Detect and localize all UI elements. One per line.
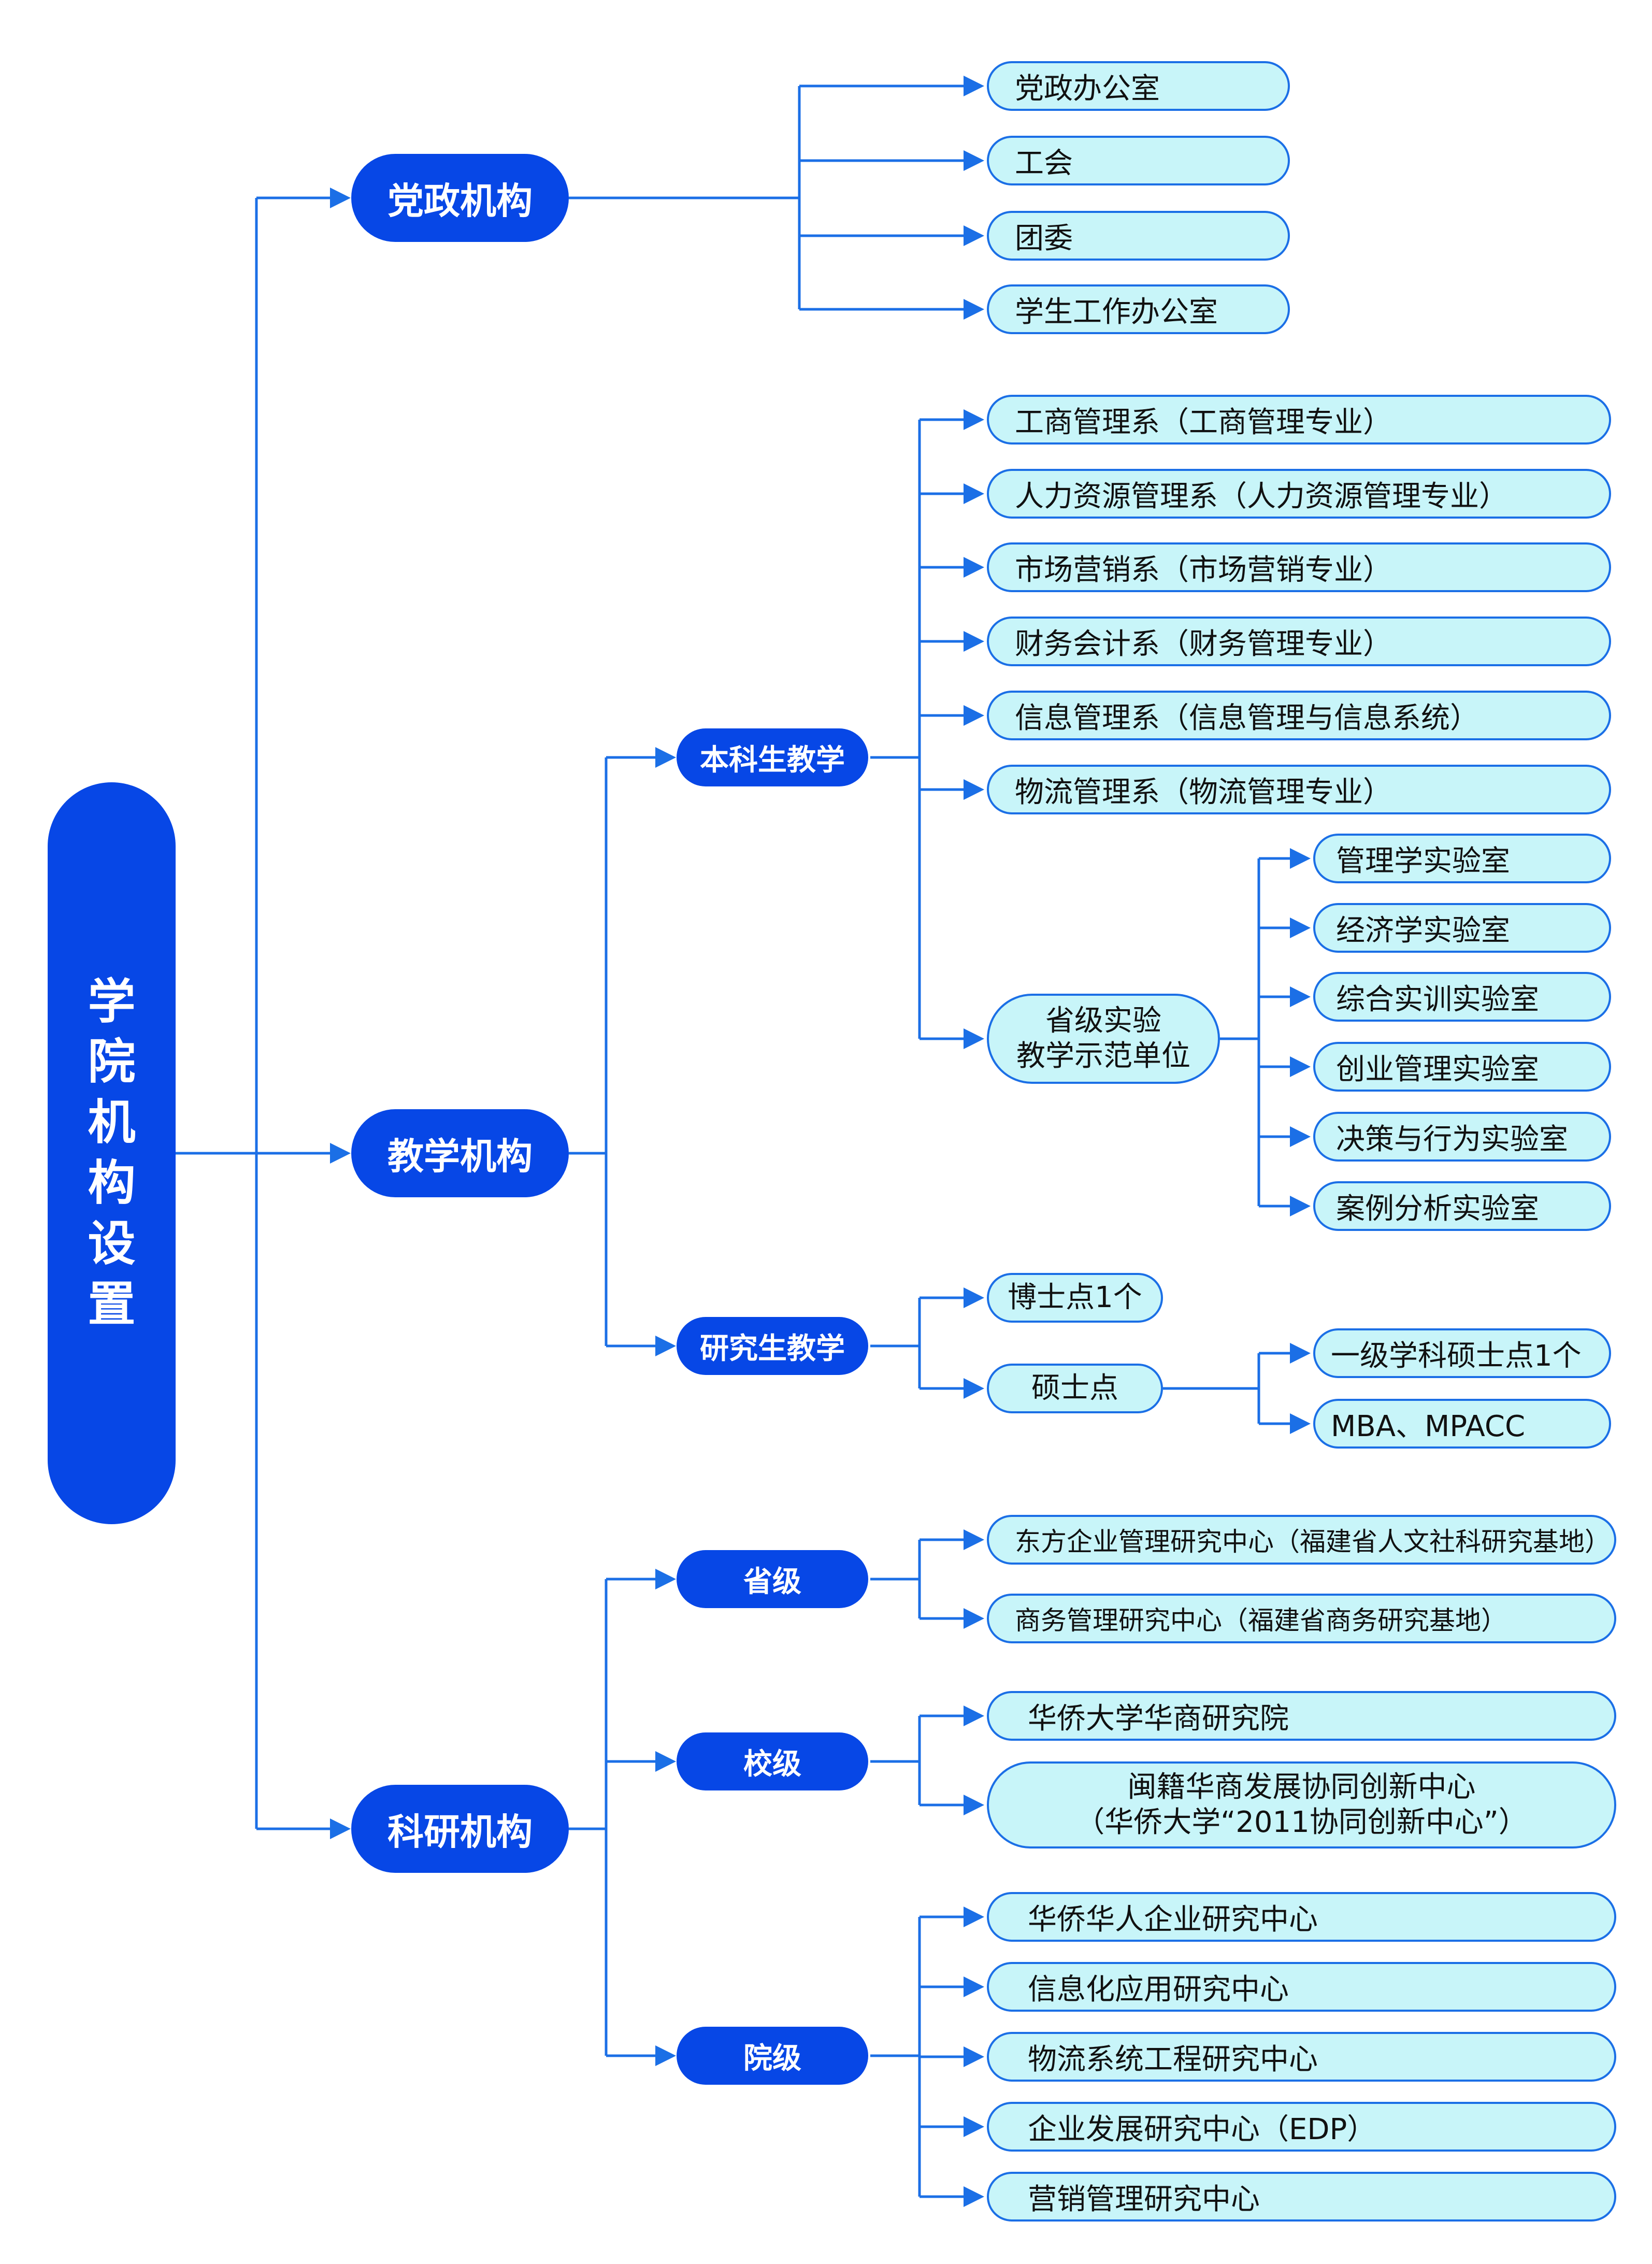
master-sub-label: 一级学科硕士点1个: [1331, 1339, 1582, 1373]
department-label: 市场营销系（市场营销专业）: [1015, 553, 1392, 587]
school-label: 校级: [743, 1747, 801, 1781]
party-item: 团委: [987, 211, 1290, 261]
college-item: 信息化应用研究中心: [987, 1962, 1616, 2012]
master-sub-item: 一级学科硕士点1个: [1313, 1328, 1611, 1378]
lab-item: 案例分析实验室: [1313, 1181, 1611, 1231]
lab-label: 管理学实验室: [1336, 844, 1510, 878]
provincial-item-label: 商务管理研究中心（福建省商务研究基地）: [1015, 1606, 1507, 1636]
provincial-item: 商务管理研究中心（福建省商务研究基地）: [987, 1594, 1616, 1643]
lab-item: 管理学实验室: [1313, 834, 1611, 883]
department-label: 人力资源管理系（人力资源管理专业）: [1015, 479, 1508, 513]
party-item-label: 学生工作办公室: [1015, 295, 1218, 329]
provincial-item: 东方企业管理研究中心（福建省人文社科研究基地）: [987, 1515, 1616, 1565]
lab-center-line2: 教学示范单位: [1016, 1039, 1190, 1073]
school-item-label: 华侨大学华商研究院: [1028, 1701, 1289, 1736]
lab-item: 创业管理实验室: [1313, 1042, 1611, 1092]
provincial-item-label: 东方企业管理研究中心（福建省人文社科研究基地）: [1015, 1527, 1611, 1557]
party-item-label: 团委: [1015, 221, 1073, 255]
department-label: 信息管理系（信息管理与信息系统）: [1015, 701, 1479, 735]
college-item: 企业发展研究中心（EDP）: [987, 2102, 1616, 2152]
party-label: 党政机构: [387, 179, 533, 222]
lab-item: 综合实训实验室: [1313, 972, 1611, 1022]
graduate-label: 研究生教学: [700, 1331, 845, 1366]
undergrad-label: 本科生教学: [700, 743, 845, 777]
graduate-node: 研究生教学: [677, 1317, 868, 1375]
department-item: 信息管理系（信息管理与信息系统）: [987, 691, 1611, 740]
lab-center-line1: 省级实验: [1045, 1004, 1161, 1038]
party-item-label: 党政办公室: [1015, 71, 1160, 106]
teaching-node: 教学机构: [351, 1109, 569, 1197]
lab-label: 决策与行为实验室: [1336, 1122, 1568, 1156]
school-item-line2: （华侨大学“2011协同创新中心”）: [1075, 1806, 1528, 1839]
department-label: 财务会计系（财务管理专业）: [1015, 627, 1392, 661]
school-item: 闽籍华商发展协同创新中心 （华侨大学“2011协同创新中心”）: [987, 1761, 1616, 1849]
department-item: 工商管理系（工商管理专业）: [987, 395, 1611, 445]
college-node: 院级: [677, 2027, 868, 2085]
phd-label: 博士点1个: [1008, 1280, 1142, 1314]
college-item: 营销管理研究中心: [987, 2172, 1616, 2222]
party-node: 党政机构: [351, 154, 569, 242]
college-item: 物流系统工程研究中心: [987, 2032, 1616, 2082]
department-item: 人力资源管理系（人力资源管理专业）: [987, 469, 1611, 519]
undergrad-node: 本科生教学: [677, 728, 868, 786]
master-sub-item: MBA、MPACC: [1313, 1399, 1611, 1449]
party-item: 工会: [987, 136, 1290, 185]
school-item-line1: 闽籍华商发展协同创新中心: [1127, 1770, 1476, 1804]
phd-item: 博士点1个: [987, 1273, 1163, 1323]
college-item-label: 企业发展研究中心（EDP）: [1028, 2112, 1376, 2146]
department-item: 财务会计系（财务管理专业）: [987, 617, 1611, 666]
lab-item: 决策与行为实验室: [1313, 1112, 1611, 1162]
department-label: 物流管理系（物流管理专业）: [1015, 775, 1392, 809]
research-node: 科研机构: [351, 1785, 569, 1873]
college-label: 院级: [743, 2041, 801, 2075]
master-sub-label: MBA、MPACC: [1331, 1409, 1526, 1443]
lab-label: 综合实训实验室: [1336, 982, 1539, 1016]
party-item: 党政办公室: [987, 61, 1290, 111]
college-item-label: 物流系统工程研究中心: [1028, 2042, 1318, 2076]
department-item: 物流管理系（物流管理专业）: [987, 765, 1611, 814]
master-item: 硕士点: [987, 1364, 1163, 1413]
research-label: 科研机构: [387, 1810, 533, 1853]
teaching-label: 教学机构: [387, 1135, 533, 1178]
provincial-label: 省级: [743, 1565, 801, 1599]
root-node: 学院机构设置: [48, 782, 176, 1524]
college-item-label: 信息化应用研究中心: [1028, 1972, 1289, 2007]
college-item-label: 华侨华人企业研究中心: [1028, 1902, 1318, 1937]
lab-label: 案例分析实验室: [1336, 1192, 1539, 1226]
lab-label: 创业管理实验室: [1336, 1052, 1539, 1086]
school-item: 华侨大学华商研究院: [987, 1691, 1616, 1741]
master-label: 硕士点: [1031, 1371, 1118, 1405]
lab-label: 经济学实验室: [1336, 913, 1510, 948]
party-item: 学生工作办公室: [987, 284, 1290, 334]
lab-center-node: 省级实验 教学示范单位: [987, 994, 1220, 1084]
party-item-label: 工会: [1015, 146, 1073, 180]
college-item-label: 营销管理研究中心: [1028, 2182, 1260, 2216]
department-label: 工商管理系（工商管理专业）: [1015, 405, 1392, 439]
college-item: 华侨华人企业研究中心: [987, 1892, 1616, 1942]
lab-item: 经济学实验室: [1313, 903, 1611, 953]
school-node: 校级: [677, 1732, 868, 1790]
root-label: 学院机构设置: [88, 973, 136, 1332]
provincial-node: 省级: [677, 1550, 868, 1608]
department-item: 市场营销系（市场营销专业）: [987, 542, 1611, 592]
